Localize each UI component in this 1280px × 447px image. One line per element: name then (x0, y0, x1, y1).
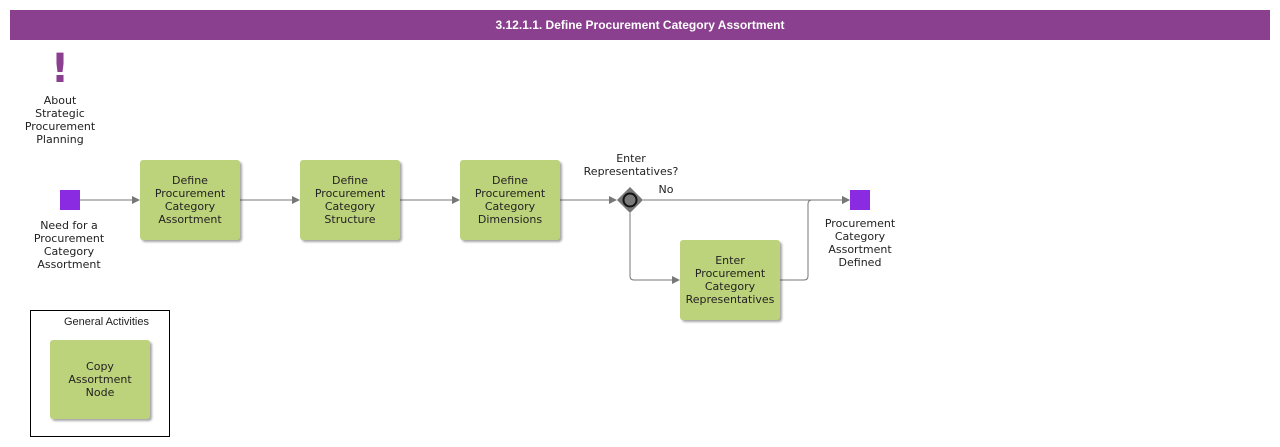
end-event[interactable] (850, 190, 870, 210)
task-copy-assortment-node[interactable]: Copy Assortment Node (50, 340, 150, 419)
task-define-procurement-category-assortment[interactable]: Define Procurement Category Assortment (140, 160, 240, 240)
about-label: About Strategic Procurement Planning (24, 94, 96, 146)
flow-gateway-to-representatives (629, 213, 680, 284)
start-event[interactable] (60, 190, 80, 210)
general-activities-group (30, 310, 170, 437)
task-define-procurement-category-structure[interactable]: Define Procurement Category Structure (300, 160, 400, 240)
exclusive-gateway[interactable] (617, 187, 643, 213)
exclamation-icon[interactable]: ! (50, 46, 70, 92)
gateway-question-label: Enter Representatives? (583, 152, 679, 178)
diagram-title: 3.12.1.1. Define Procurement Category As… (495, 18, 785, 32)
flow-representatives-to-end (780, 196, 850, 281)
general-activities-title: General Activities (64, 316, 149, 328)
diagram-title-bar: 3.12.1.1. Define Procurement Category As… (10, 10, 1270, 40)
end-event-label: Procurement Category Assortment Defined (824, 217, 896, 269)
start-event-label: Need for a Procurement Category Assortme… (33, 219, 105, 271)
gateway-no-label: No (658, 183, 674, 196)
task-define-procurement-category-dimensions[interactable]: Define Procurement Category Dimensions (460, 160, 560, 240)
task-enter-procurement-category-representatives[interactable]: Enter Procurement Category Representativ… (680, 240, 780, 320)
